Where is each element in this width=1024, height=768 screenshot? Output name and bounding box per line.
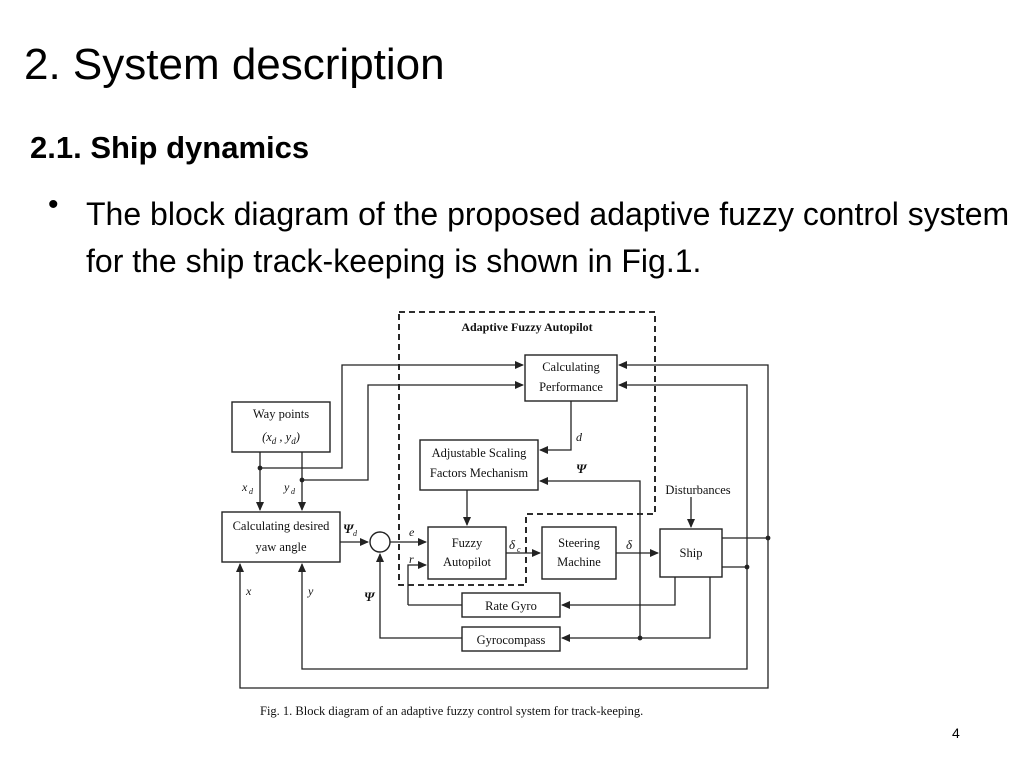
bullet-marker: •: [48, 188, 59, 221]
section-subtitle: 2.1. Ship dynamics: [30, 130, 310, 165]
svg-text:Steering: Steering: [558, 536, 600, 550]
summing-junction: [369, 531, 391, 553]
svg-text:Autopilot: Autopilot: [443, 555, 491, 569]
disturbances-label: Disturbances: [665, 483, 730, 497]
slide-number: 4: [952, 725, 960, 741]
svg-text:Rate Gyro: Rate Gyro: [485, 599, 537, 613]
svg-text:y: y: [283, 480, 290, 494]
svg-text:δ: δ: [509, 537, 516, 552]
fuzzy-autopilot-block: Fuzzy Autopilot: [427, 526, 507, 580]
psi-d-label: Ψ d: [343, 521, 358, 538]
bullet-text: The block diagram of the proposed adapti…: [86, 196, 1010, 279]
svg-text:d: d: [353, 529, 358, 538]
svg-text:Ψ: Ψ: [343, 521, 355, 536]
gyrocompass-block: Gyrocompass: [461, 626, 561, 652]
calc-yaw-block: Calculating desired yaw angle: [221, 511, 341, 563]
svg-text:Fuzzy: Fuzzy: [452, 536, 483, 550]
ship-block: Ship: [659, 528, 723, 578]
svg-text:d: d: [291, 487, 296, 496]
svg-text:x: x: [241, 480, 248, 494]
x-feedback-label: x: [245, 584, 252, 598]
d-label: d: [576, 430, 583, 444]
e-label: e: [409, 525, 415, 539]
svg-text:Factors Mechanism: Factors Mechanism: [430, 466, 529, 480]
r-label: r: [409, 552, 414, 566]
signal-lines: [236, 361, 769, 689]
delta-c-label: δ c: [509, 537, 521, 554]
rate-gyro-block: Rate Gyro: [461, 592, 561, 618]
figure-caption: Fig. 1. Block diagram of an adaptive fuz…: [260, 704, 643, 718]
psi-label-feedback: Ψ: [364, 589, 376, 604]
psi-label-scaling: Ψ: [576, 461, 588, 476]
svg-text:(xd , yd): (xd , yd): [262, 430, 300, 446]
slide-title: 2. System description: [24, 40, 445, 89]
delta-label: δ: [626, 537, 633, 552]
steering-machine-block: Steering Machine: [541, 526, 617, 580]
svg-text:Way points: Way points: [253, 407, 309, 421]
group-label: Adaptive Fuzzy Autopilot: [461, 320, 592, 334]
svg-text:d: d: [249, 487, 254, 496]
block-diagram: Adaptive Fuzzy Autopilot Way points (xd …: [221, 311, 771, 718]
svg-text:Performance: Performance: [539, 380, 603, 394]
waypoints-block: Way points (xd , yd): [231, 401, 331, 453]
svg-text:Ship: Ship: [680, 546, 703, 560]
scaling-factors-block: Adjustable Scaling Factors Mechanism: [419, 439, 539, 491]
svg-text:Adjustable Scaling: Adjustable Scaling: [432, 446, 528, 460]
svg-text:Gyrocompass: Gyrocompass: [477, 633, 546, 647]
svg-text:Calculating: Calculating: [542, 360, 600, 374]
svg-text:Machine: Machine: [557, 555, 601, 569]
junction-dots: [257, 465, 771, 641]
svg-text:yaw angle: yaw angle: [255, 540, 306, 554]
svg-text:Calculating desired: Calculating desired: [233, 519, 331, 533]
adaptive-autopilot-boundary: [398, 311, 656, 586]
svg-text:c: c: [517, 545, 521, 554]
xd-label: x d: [241, 480, 254, 496]
calc-performance-block: Calculating Performance: [524, 354, 618, 402]
yd-label: y d: [283, 480, 296, 496]
y-feedback-label: y: [307, 584, 314, 598]
